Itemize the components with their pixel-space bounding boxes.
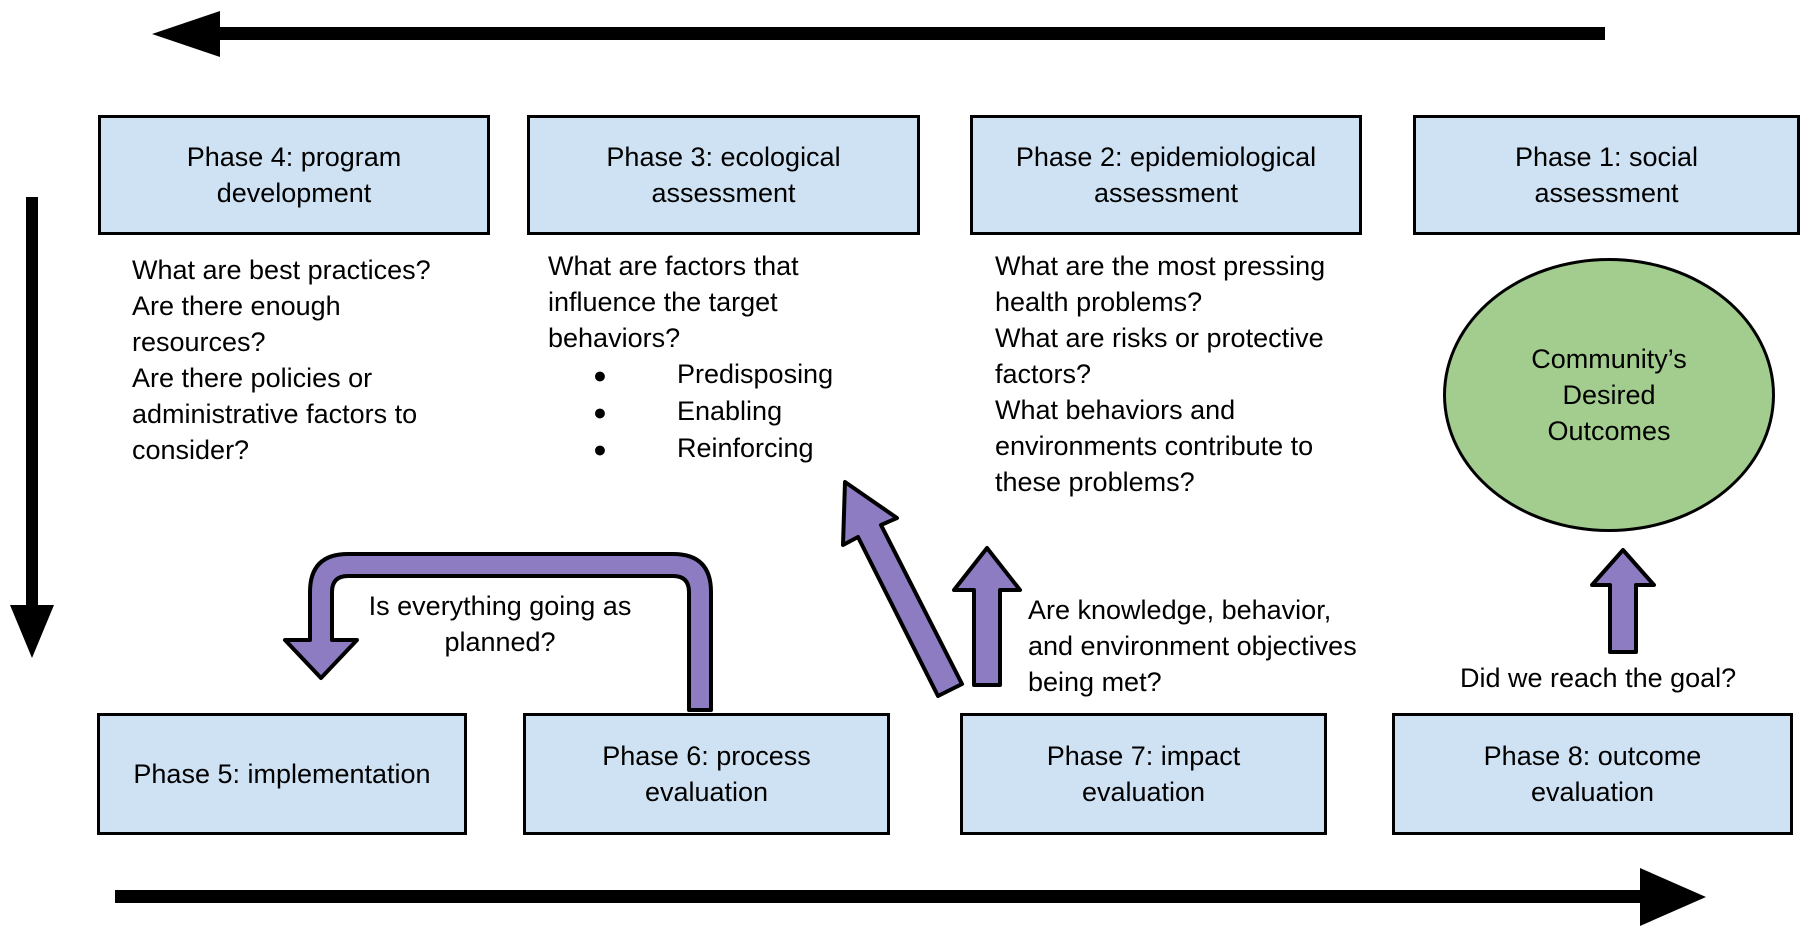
phase4-question-1: What are best practices? — [132, 255, 431, 285]
phase4-questions: What are best practices? Are there enoug… — [132, 252, 442, 468]
phase3-box: Phase 3: ecological assessment — [527, 115, 920, 235]
process-evaluation-question: Is everything going as planned? — [368, 591, 632, 657]
phase3-bullet-2: Enabling — [677, 396, 783, 426]
phase3-bullet-1: Predisposing — [677, 359, 834, 389]
list-item: ● Reinforcing — [548, 430, 868, 467]
process-evaluation-u-arrow — [283, 552, 713, 712]
phase6-title: Phase 6: process evaluation — [602, 741, 811, 807]
phase2-title: Phase 2: epidemiological assessment — [1015, 142, 1317, 208]
list-item: ● Predisposing — [548, 356, 868, 393]
phase2-question-1: What are the most pressing health proble… — [995, 251, 1326, 317]
top-return-arrow — [152, 11, 1605, 57]
phase3-bullet-3: Reinforcing — [677, 433, 814, 463]
phase2-box: Phase 2: epidemiological assessment — [970, 115, 1362, 235]
bullet-icon: ● — [593, 436, 607, 462]
phase4-question-2: Are there enough resources? — [132, 291, 341, 357]
phase5-title: Phase 5: implementation — [133, 759, 431, 789]
phase3-questions: What are factors that influence the targ… — [548, 248, 868, 467]
bottom-flow-right-arrow — [115, 868, 1706, 926]
outcome-to-goal-arrow — [1590, 548, 1656, 654]
impact-evaluation-question: Are knowledge, behavior, and environment… — [1028, 595, 1357, 697]
phase4-question-3: Are there policies or administrative fac… — [132, 363, 418, 465]
phase1-title: Phase 1: social assessment — [1514, 142, 1699, 208]
bullet-icon: ● — [593, 362, 607, 388]
phase2-question-3: What behaviors and environments contribu… — [995, 395, 1314, 497]
phase5-box: Phase 5: implementation — [97, 713, 467, 835]
phase6-box: Phase 6: process evaluation — [523, 713, 890, 835]
phase2-question-2: What are risks or protective factors? — [995, 323, 1324, 389]
outcome-evaluation-question: Did we reach the goal? — [1460, 663, 1737, 693]
impact-evaluation-up-arrow — [952, 546, 1022, 687]
community-desired-outcomes-ellipse: Community’s Desired Outcomes — [1443, 258, 1775, 532]
left-flow-down-arrow — [10, 197, 54, 658]
community-desired-outcomes-label: Community’s Desired Outcomes — [1531, 344, 1687, 446]
phase2-questions: What are the most pressing health proble… — [995, 248, 1340, 500]
impact-to-ecological-arrow — [841, 480, 964, 698]
phase7-title: Phase 7: impact evaluation — [1046, 741, 1241, 807]
phase8-title: Phase 8: outcome evaluation — [1483, 741, 1702, 807]
phase4-title: Phase 4: program development — [186, 142, 402, 208]
phase3-title: Phase 3: ecological assessment — [606, 142, 841, 208]
bullet-icon: ● — [593, 399, 607, 425]
phase4-box: Phase 4: program development — [98, 115, 490, 235]
phase8-box: Phase 8: outcome evaluation — [1392, 713, 1793, 835]
phase1-box: Phase 1: social assessment — [1413, 115, 1800, 235]
phase3-question: What are factors that influence the targ… — [548, 251, 799, 353]
list-item: ● Enabling — [548, 393, 868, 430]
phase7-box: Phase 7: impact evaluation — [960, 713, 1327, 835]
phase3-factor-list: ● Predisposing ● Enabling ● Reinforcing — [548, 356, 868, 467]
